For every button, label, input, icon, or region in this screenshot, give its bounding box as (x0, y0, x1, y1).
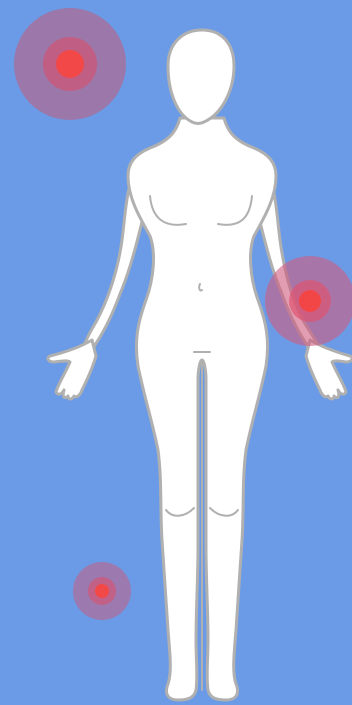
marker-core-dot (56, 50, 84, 78)
marker-core-dot (299, 290, 321, 312)
pain-marker[interactable] (14, 8, 126, 120)
pain-marker[interactable] (73, 562, 131, 620)
pain-marker[interactable] (265, 256, 352, 346)
head (168, 30, 234, 124)
marker-core-dot (95, 584, 109, 598)
right-hand (306, 340, 352, 399)
left-hand (48, 340, 96, 399)
